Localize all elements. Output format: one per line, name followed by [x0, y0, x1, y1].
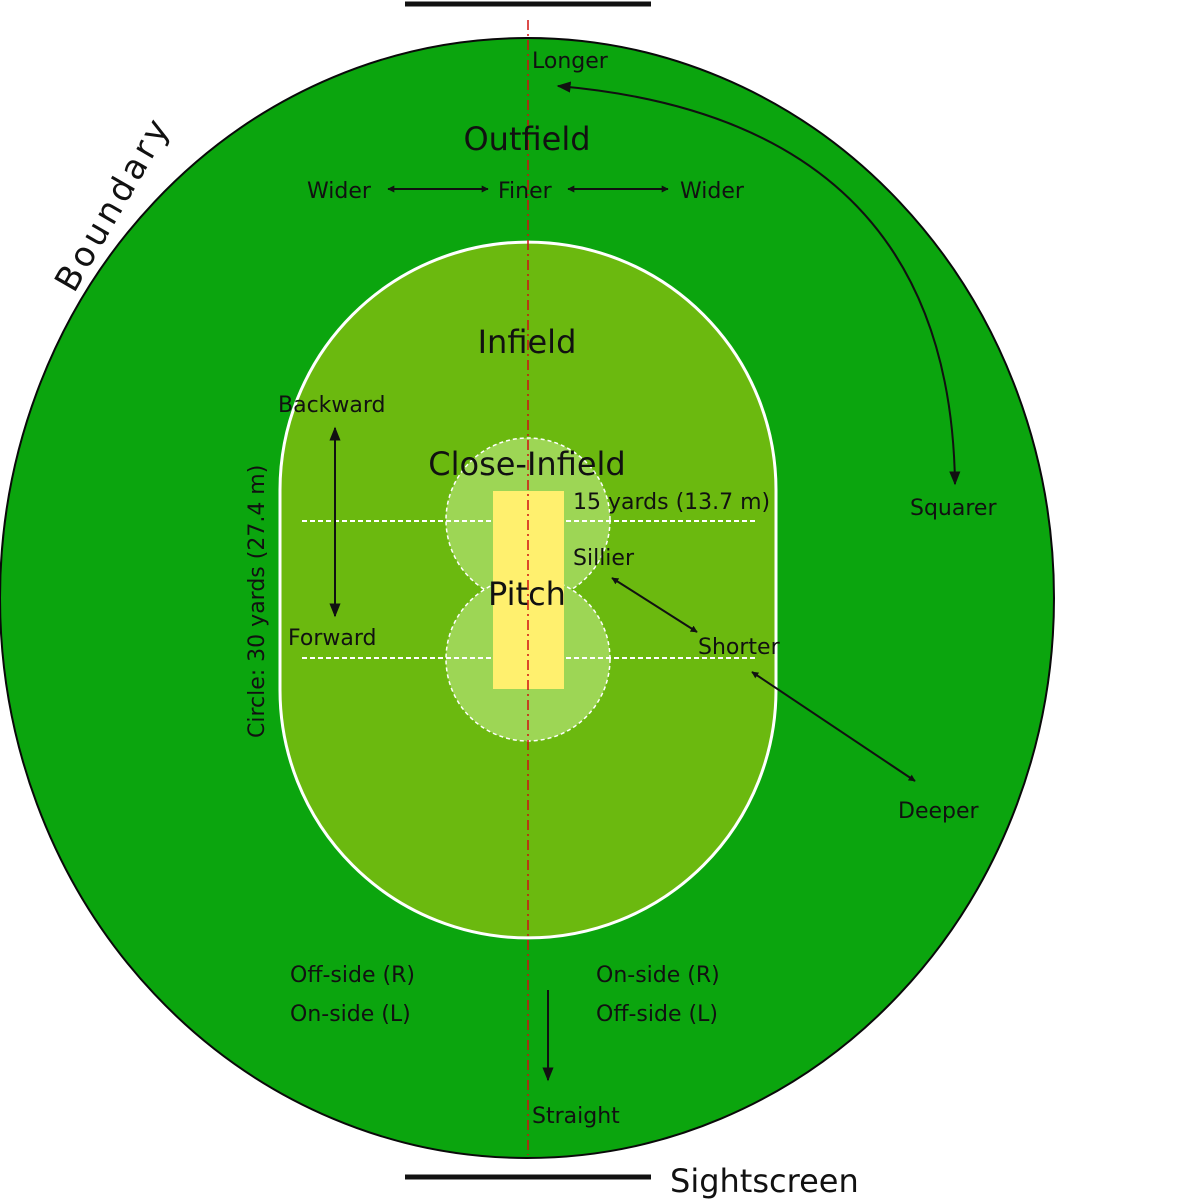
close-infield-label: Close-Infield	[428, 445, 625, 483]
sillier-shorter-arrow	[611, 577, 698, 633]
circle-30-label: Circle: 30 yards (27.4 m)	[245, 465, 270, 738]
shorter-deeper-arrow	[751, 671, 916, 782]
deeper-label: Deeper	[898, 799, 980, 824]
off-side-r-label: Off-side (R)	[290, 963, 415, 988]
wider-left-label: Wider	[307, 179, 372, 204]
close-15-label: 15 yards (13.7 m)	[573, 490, 770, 515]
backward-label: Backward	[278, 393, 386, 418]
longer-label: Longer	[532, 49, 609, 74]
sillier-label: Sillier	[573, 546, 635, 571]
straight-label: Straight	[532, 1104, 620, 1129]
finer-label: Finer	[498, 179, 553, 204]
forward-label: Forward	[288, 626, 376, 651]
wider-right-label: Wider	[680, 179, 745, 204]
outfield-label: Outfield	[463, 120, 590, 158]
shorter-label: Shorter	[698, 635, 781, 660]
infield-label: Infield	[478, 323, 577, 361]
pitch-label: Pitch	[488, 575, 566, 613]
squarer-label: Squarer	[910, 496, 997, 521]
sightscreen-label: Sightscreen	[670, 1162, 859, 1200]
off-side-l-label: Off-side (L)	[596, 1002, 718, 1027]
longer-squarer-arrow	[556, 81, 961, 486]
on-side-r-label: On-side (R)	[596, 963, 720, 988]
on-side-l-label: On-side (L)	[290, 1002, 411, 1027]
